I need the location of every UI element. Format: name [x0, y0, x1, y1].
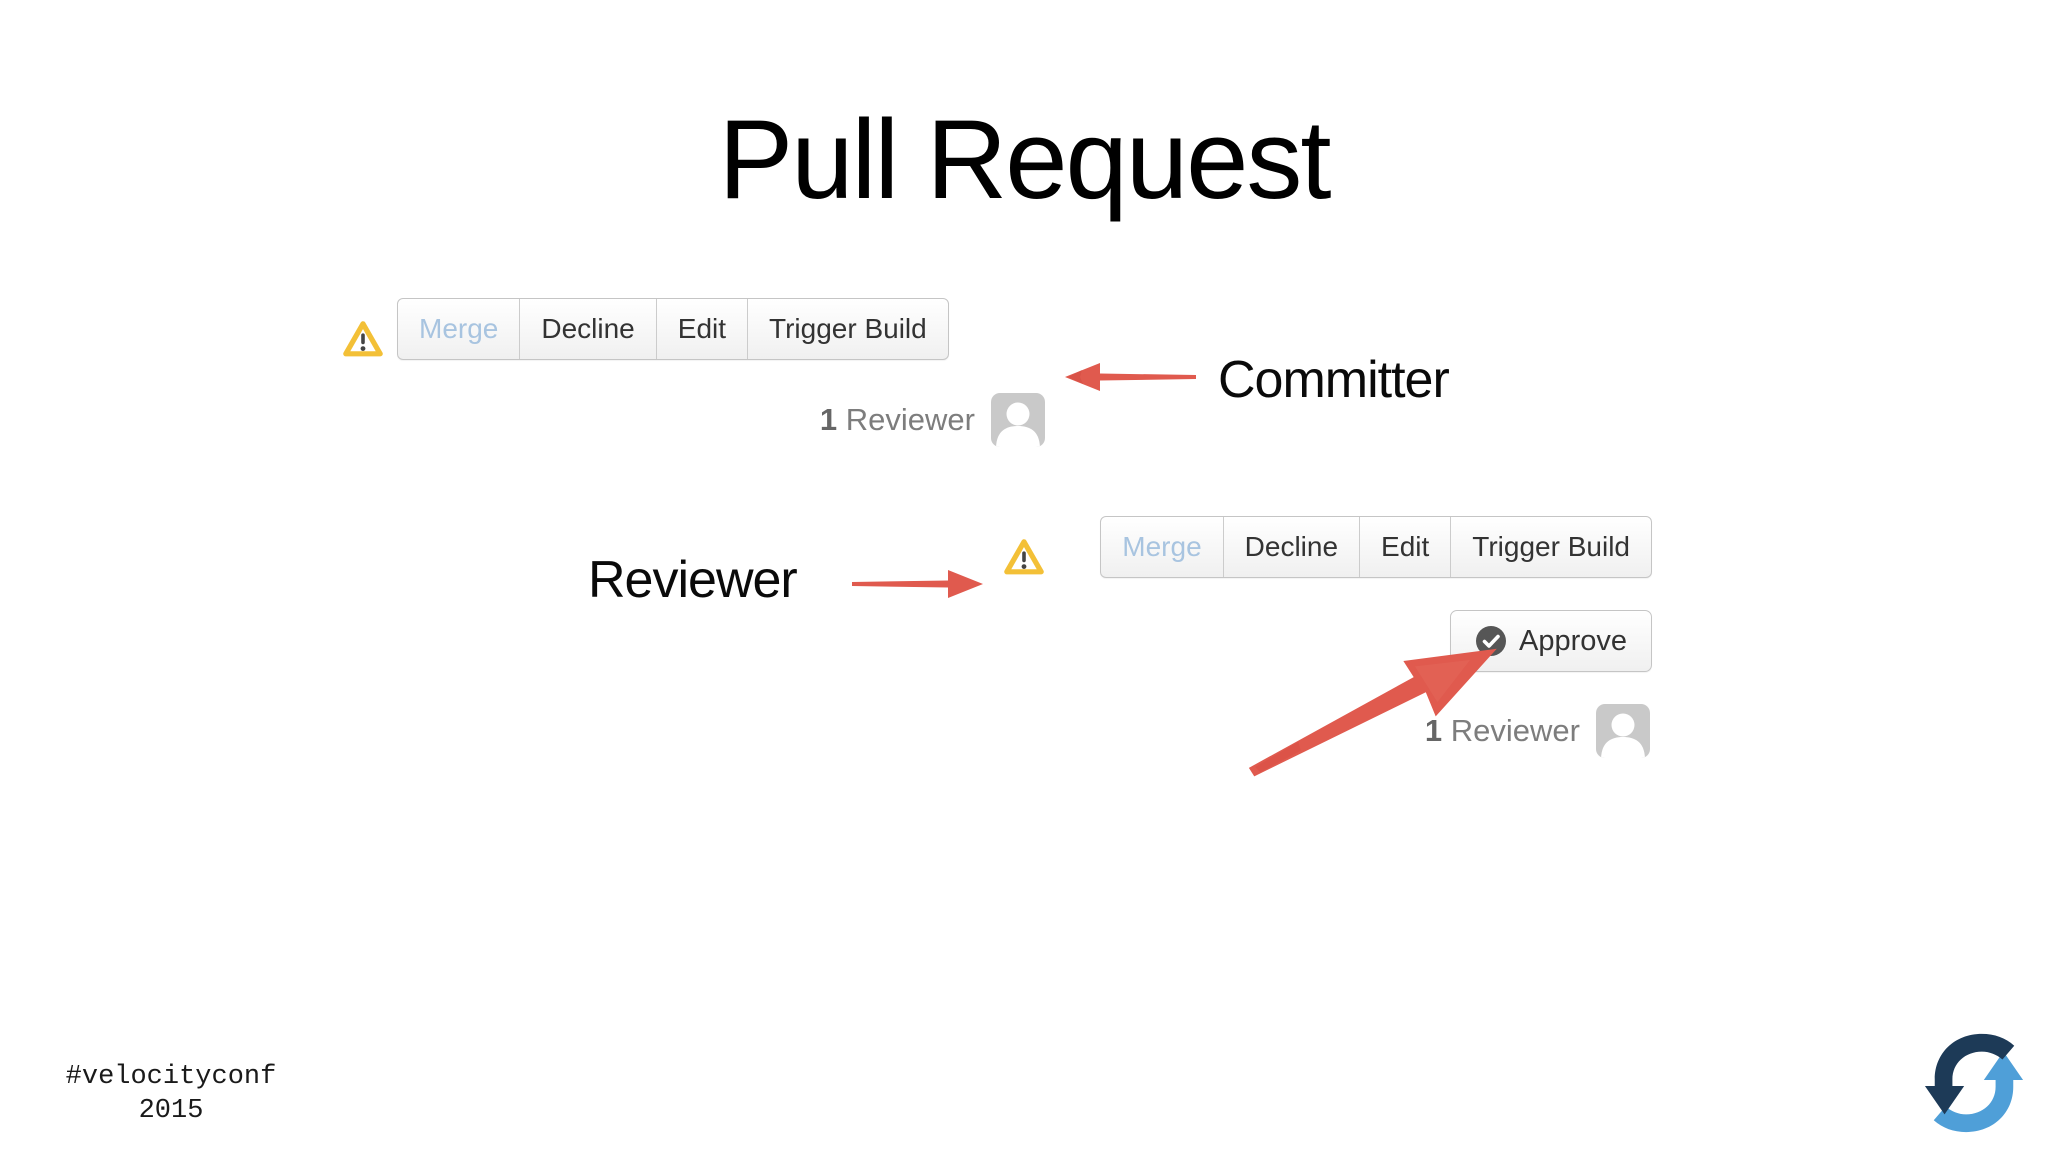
reviewer-label-text: Reviewer: [1450, 713, 1580, 748]
conference-hashtag: #velocityconf 2015: [36, 1060, 306, 1128]
approve-button-label: Approve: [1518, 624, 1627, 657]
decline-button[interactable]: Decline: [519, 299, 655, 359]
warning-triangle-icon: [343, 321, 383, 357]
sync-arrows-logo-icon: [1924, 1033, 2024, 1133]
edit-button[interactable]: Edit: [1359, 517, 1450, 577]
user-avatar-icon[interactable]: [1596, 704, 1650, 758]
edit-button[interactable]: Edit: [655, 299, 747, 359]
merge-button[interactable]: Merge: [1101, 517, 1222, 577]
reviewer-annotation-label: Reviewer: [588, 551, 798, 609]
decline-button[interactable]: Decline: [1222, 517, 1359, 577]
merge-button[interactable]: Merge: [398, 299, 519, 359]
reviewer-count-text: 1 Reviewer: [820, 402, 975, 438]
committer-reviewers-row: 1 Reviewer: [820, 393, 1045, 447]
arrow-left-icon: [1065, 363, 1196, 391]
hashtag-line: #velocityconf: [65, 1062, 277, 1092]
check-circle-icon: [1475, 626, 1506, 656]
reviewer-label-text: Reviewer: [845, 402, 975, 437]
reviewer-reviewers-row: 1 Reviewer: [1425, 704, 1650, 758]
committer-annotation-label: Committer: [1218, 351, 1450, 409]
arrow-right-icon: [852, 570, 983, 598]
reviewer-count-text: 1 Reviewer: [1425, 713, 1580, 749]
committer-action-button-group: Merge Decline Edit Trigger Build: [397, 298, 949, 360]
arrow-up-right-icon: [1248, 648, 1497, 777]
warning-triangle-icon: [1004, 539, 1044, 575]
user-avatar-icon[interactable]: [991, 393, 1045, 447]
reviewer-action-button-group: Merge Decline Edit Trigger Build: [1100, 516, 1652, 578]
trigger-build-button[interactable]: Trigger Build: [1450, 517, 1651, 577]
reviewer-count: 1: [819, 402, 838, 437]
trigger-build-button[interactable]: Trigger Build: [747, 299, 948, 359]
year-line: 2015: [138, 1096, 204, 1126]
page-title: Pull Request: [718, 97, 1331, 222]
reviewer-count: 1: [1424, 713, 1443, 748]
